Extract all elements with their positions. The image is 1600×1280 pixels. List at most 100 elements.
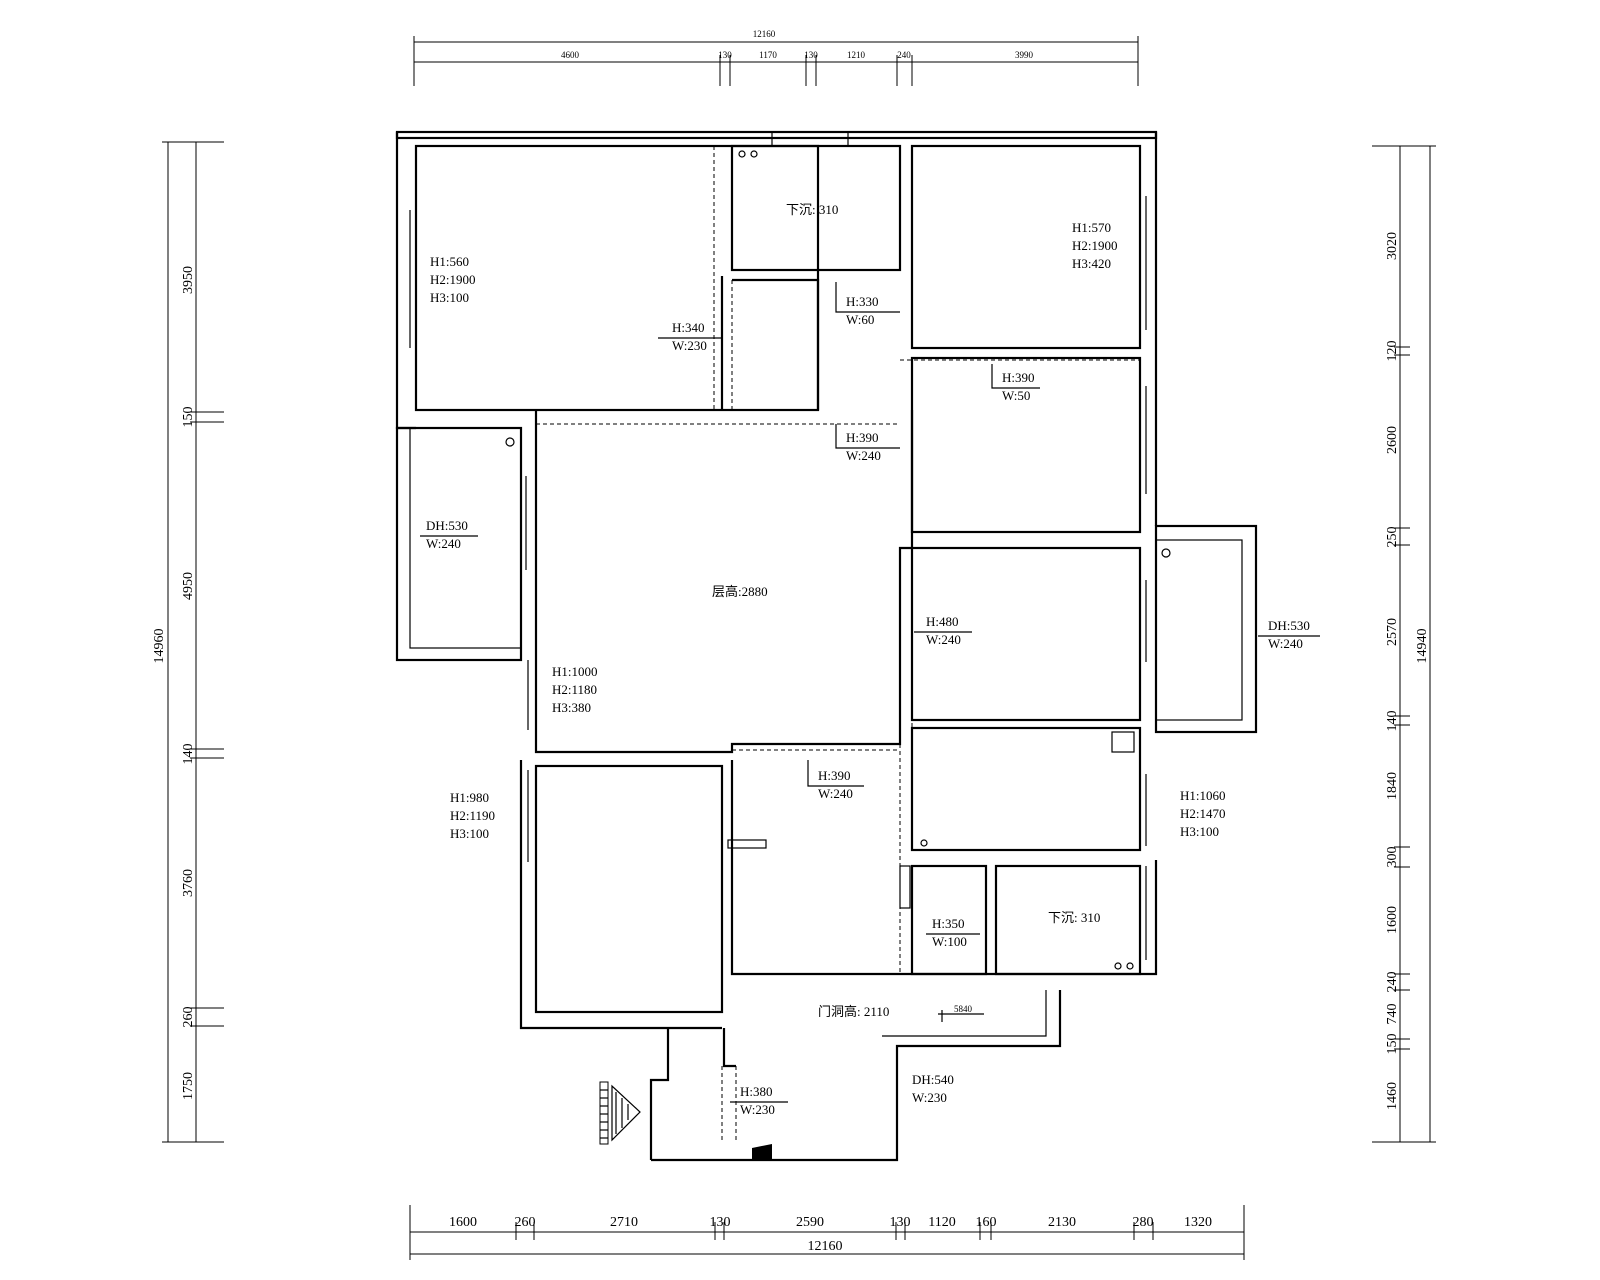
opening-2-w: W:60	[846, 312, 874, 327]
top-dim-6: 240	[897, 50, 911, 60]
living-window-h2: H2:1180	[552, 682, 597, 697]
bedroom-ne-h1: H1:570	[1072, 220, 1111, 235]
top-dim-1: 4600	[561, 50, 580, 60]
partition-stub	[899, 865, 911, 909]
opening-1-h: H:340	[672, 320, 705, 335]
closet-south	[910, 864, 988, 976]
opening-tags: H:340 W:230 H:330 W:60 H:390 W:50 H:390 …	[420, 282, 1320, 1117]
left-dim-1: 3950	[181, 266, 196, 294]
top-dimension-chain: 12160 4600 130 1170 130 1210 240 3990	[413, 29, 1139, 86]
opening-6-w: W:240	[926, 632, 961, 647]
opening-7-dh: DH:530	[1268, 618, 1310, 633]
room-east-3	[910, 726, 1142, 852]
right-dim-5: 2570	[1385, 618, 1400, 646]
opening-10-w: W:230	[912, 1090, 947, 1105]
right-dim-6: 140	[1385, 711, 1400, 732]
top-dim-5: 1210	[847, 50, 866, 60]
top-dim-4: 130	[804, 50, 818, 60]
entry-step	[882, 990, 1047, 1037]
opening-4-w: W:240	[846, 448, 881, 463]
fixtures	[505, 150, 1171, 1160]
entry-walls	[651, 990, 1062, 1162]
opening-9-w: W:100	[932, 934, 967, 949]
living-room-walls	[534, 410, 914, 754]
bath-top-note: 下沉: 310	[786, 202, 838, 217]
opening-10-dh: DH:540	[912, 1072, 954, 1087]
room-notes: H1:560 H2:1900 H3:100 下沉: 310 H1:570 H2:…	[430, 202, 1226, 1022]
bath-south	[994, 864, 1142, 976]
drain-icon	[738, 150, 746, 158]
bedroom-nw-h1: H1:560	[430, 254, 469, 269]
west-balcony-inner	[409, 427, 522, 649]
bottom-dim-4: 130	[710, 1215, 731, 1230]
counter-stub	[727, 839, 767, 849]
bottom-dim-5: 2590	[796, 1215, 824, 1230]
opening-4-h: H:390	[846, 430, 879, 445]
opening-5-dh: DH:530	[426, 518, 468, 533]
left-dim-2: 150	[181, 407, 196, 428]
living-window-h1: H1:1000	[552, 664, 598, 679]
walls	[395, 130, 1258, 1162]
top-dim-2: 130	[718, 50, 732, 60]
left-dim-6: 260	[181, 1007, 196, 1028]
opening-1-w: W:230	[672, 338, 707, 353]
bottom-dim-7: 1120	[928, 1215, 955, 1230]
bottom-dim-10: 280	[1133, 1215, 1154, 1230]
east-balcony	[1154, 524, 1258, 734]
right-dim-8: 300	[1385, 847, 1400, 868]
bottom-dim-8: 160	[976, 1215, 997, 1230]
level-mark: 5840	[954, 1004, 973, 1014]
bottom-dim-6: 130	[890, 1215, 911, 1230]
opening-5-w: W:240	[426, 536, 461, 551]
bath-bottom-note: 下沉: 310	[1048, 910, 1100, 925]
right-dim-10: 240	[1385, 972, 1400, 993]
left-dim-4: 140	[181, 744, 196, 765]
opening-7-w: W:240	[1268, 636, 1303, 651]
left-dimension-chain: 14960 3950 150 4950 140 3760 260 1750	[152, 141, 224, 1143]
opening-11-h: H:380	[740, 1084, 773, 1099]
opening-3-h: H:390	[1002, 370, 1035, 385]
right-dim-12: 150	[1385, 1034, 1400, 1055]
bedroom-nw	[414, 144, 820, 412]
opening-9-h: H:350	[932, 916, 965, 931]
right-dimension-chain: 14940 3020 120 2600 250 2570 140 1840 30…	[1372, 145, 1436, 1143]
right-dim-7: 1840	[1385, 772, 1400, 800]
living-height: 层高:2880	[712, 584, 768, 599]
left-dim-7: 1750	[181, 1072, 196, 1100]
window-top	[771, 131, 849, 147]
east-balcony-inner	[1155, 539, 1243, 721]
bedroom-sw	[534, 764, 724, 1014]
opening-8-w: W:240	[818, 786, 853, 801]
opening-8-h: H:390	[818, 768, 851, 783]
drain-icon	[1161, 548, 1171, 558]
entry-inner-wall	[722, 1028, 736, 1068]
right-dim-9: 1600	[1385, 906, 1400, 934]
bottom-total-dim: 12160	[808, 1239, 843, 1254]
left-total-dim: 14960	[152, 629, 167, 664]
bedroom-nw-h3: H3:100	[430, 290, 469, 305]
se-room-h1: H1:1060	[1180, 788, 1226, 803]
right-total-dim: 14940	[1415, 629, 1430, 664]
outer-wall-left	[395, 132, 416, 430]
entrance-arrow-icon	[752, 1144, 772, 1160]
top-total-dim: 12160	[753, 29, 776, 39]
bedroom-nw-h2: H2:1900	[430, 272, 476, 287]
sw-outer-wall	[519, 760, 722, 1030]
entry-direction-icon	[599, 1081, 641, 1145]
opening-11-w: W:230	[740, 1102, 775, 1117]
bedroom-ne-h2: H2:1900	[1072, 238, 1118, 253]
dashed-beams	[536, 146, 1140, 1142]
bottom-dim-1: 1600	[449, 1215, 477, 1230]
sw-bedroom-h2: H2:1190	[450, 808, 495, 823]
right-dim-1: 3020	[1385, 232, 1400, 260]
door-height-note: 门洞高: 2110	[818, 1004, 889, 1019]
right-dim-2: 120	[1385, 341, 1400, 362]
right-dim-11: 740	[1385, 1004, 1400, 1025]
living-window-h3: H3:380	[552, 700, 591, 715]
se-room-h2: H2:1470	[1180, 806, 1226, 821]
right-dim-4: 250	[1385, 527, 1400, 548]
bedroom-ne-h3: H3:420	[1072, 256, 1111, 271]
drain-icon	[920, 839, 928, 847]
bottom-dim-2: 260	[515, 1215, 536, 1230]
